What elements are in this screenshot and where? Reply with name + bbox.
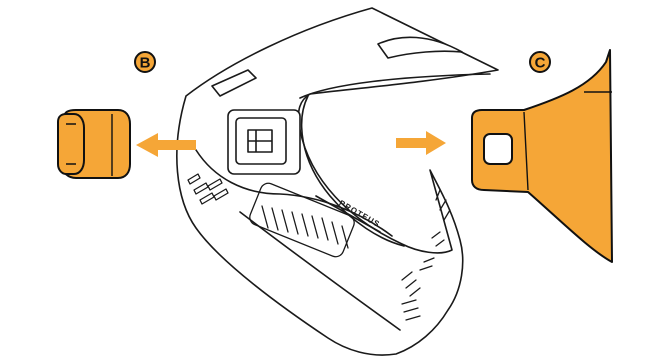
part-b-ear-piece (58, 110, 130, 178)
part-b-face (58, 114, 84, 174)
callout-b: B (135, 52, 155, 72)
callout-b-label: B (140, 55, 151, 72)
arrow-right-icon (396, 131, 446, 155)
part-c-window (484, 134, 512, 164)
callout-c: C (530, 52, 550, 72)
paintball-mask (177, 8, 498, 355)
callout-c-label: C (535, 55, 546, 72)
part-c-lens-adapter (472, 50, 612, 262)
mask-outline (177, 8, 498, 355)
